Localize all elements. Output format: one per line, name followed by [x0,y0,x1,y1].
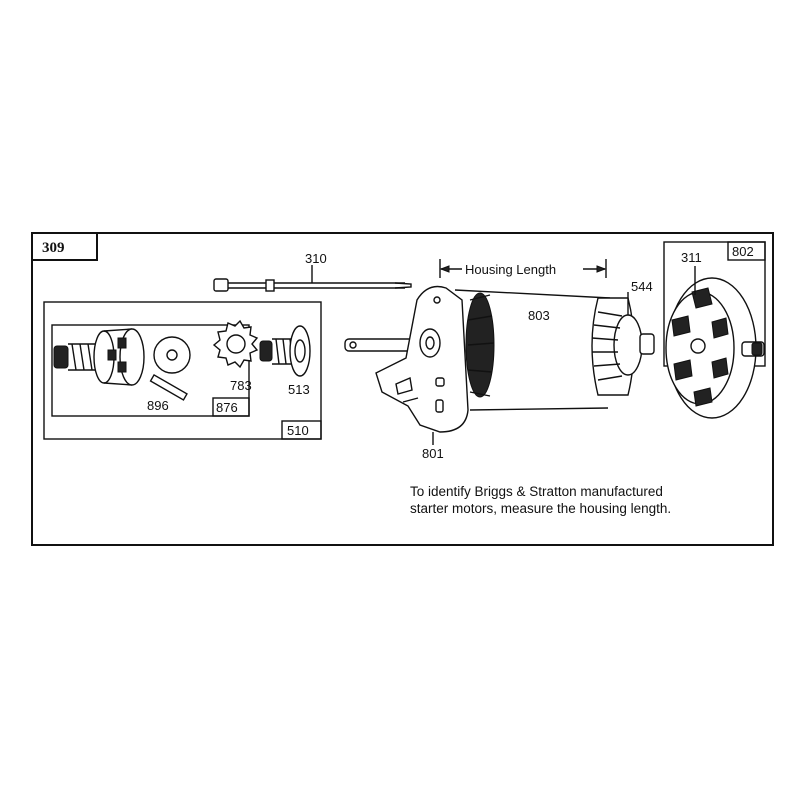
end-cap-802 [663,241,766,419]
housing-length-label: Housing Length [465,262,556,277]
part-label-513: 513 [288,382,310,397]
note-line-2: starter motors, measure the housing leng… [410,501,671,516]
part-label-311: 311 [681,250,702,265]
housing-length-dimension [439,259,607,278]
commutator-544 [591,292,655,396]
kit-box-876 [51,324,250,417]
note-line-1: To identify Briggs & Stratton manufactur… [410,484,663,499]
part-label-801: 801 [422,446,444,461]
figure-number-box: 309 [32,233,98,261]
kit-box-510 [43,301,322,440]
part-label-876: 876 [216,400,238,415]
end-plate-801 [344,285,495,445]
part-label-896: 896 [147,398,169,413]
diagram-frame [31,232,774,546]
drive-assembly [53,328,191,401]
collar-513 [259,325,311,377]
part-label-544: 544 [631,279,653,294]
part-label-310: 310 [305,251,327,266]
part-label-802: 802 [732,244,754,259]
part-label-783: 783 [230,378,252,393]
gear-783 [212,319,259,369]
part-label-510: 510 [287,423,309,438]
housing-803 [454,289,611,411]
part-label-803: 803 [528,308,550,323]
through-bolt-310 [213,265,412,292]
figure-number: 309 [42,240,65,256]
